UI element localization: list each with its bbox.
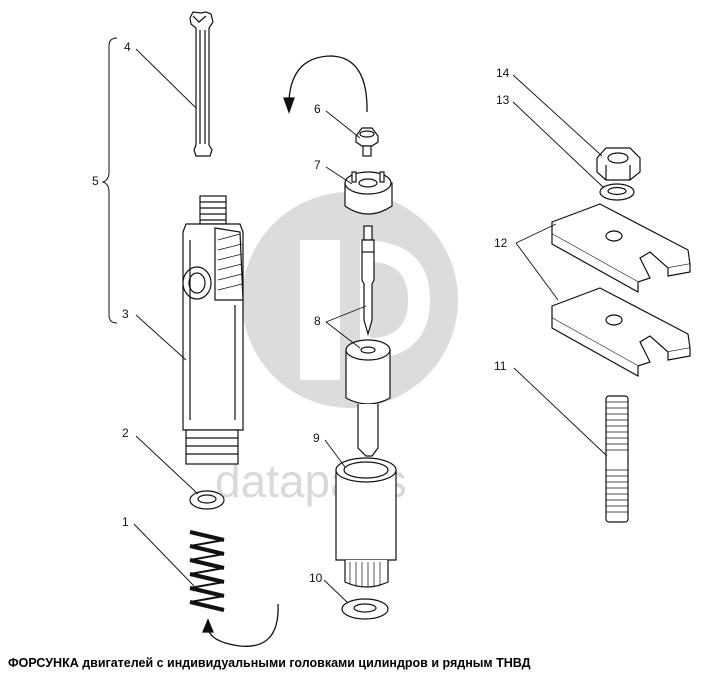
arrow-top-assembly [283, 55, 368, 114]
callout-4: 4 [124, 40, 131, 54]
bracket-5 [101, 37, 118, 324]
callout-13: 13 [496, 93, 510, 107]
part-14-hex-nut [596, 147, 641, 181]
callout-2: 2 [122, 426, 129, 440]
callout-3: 3 [122, 307, 129, 321]
part-9-cap-nut [335, 457, 397, 588]
callout-10: 10 [309, 571, 323, 585]
watermark-logo [242, 192, 458, 408]
part-10-washer [341, 598, 389, 620]
part-11-stud [605, 395, 629, 523]
part-12-clamp-lower [551, 287, 691, 378]
callout-8: 8 [314, 314, 321, 328]
part-8-nozzle-body [345, 339, 391, 457]
part-12-clamp-upper [551, 203, 691, 294]
part-6-pin [355, 127, 379, 157]
callout-14: 14 [496, 66, 510, 80]
figure-caption: ФОРСУНКА двигателей с индивидуальными го… [8, 656, 531, 670]
part-1-spring [189, 530, 225, 612]
callout-7: 7 [314, 158, 321, 172]
callout-5: 5 [92, 174, 99, 188]
callout-12: 12 [494, 236, 508, 250]
callout-6: 6 [314, 102, 321, 116]
part-7-nut [344, 171, 393, 215]
arrow-bottom-assembly [202, 603, 279, 647]
leader-lines [133, 48, 608, 604]
part-8-needle [361, 225, 375, 337]
callout-11: 11 [494, 359, 507, 373]
callout-9: 9 [313, 431, 320, 445]
callout-1: 1 [122, 515, 129, 529]
part-3-injector-body [182, 195, 244, 465]
part-13-washer [599, 183, 635, 201]
part-2-washer [189, 490, 225, 510]
part-4-rod [189, 11, 214, 157]
